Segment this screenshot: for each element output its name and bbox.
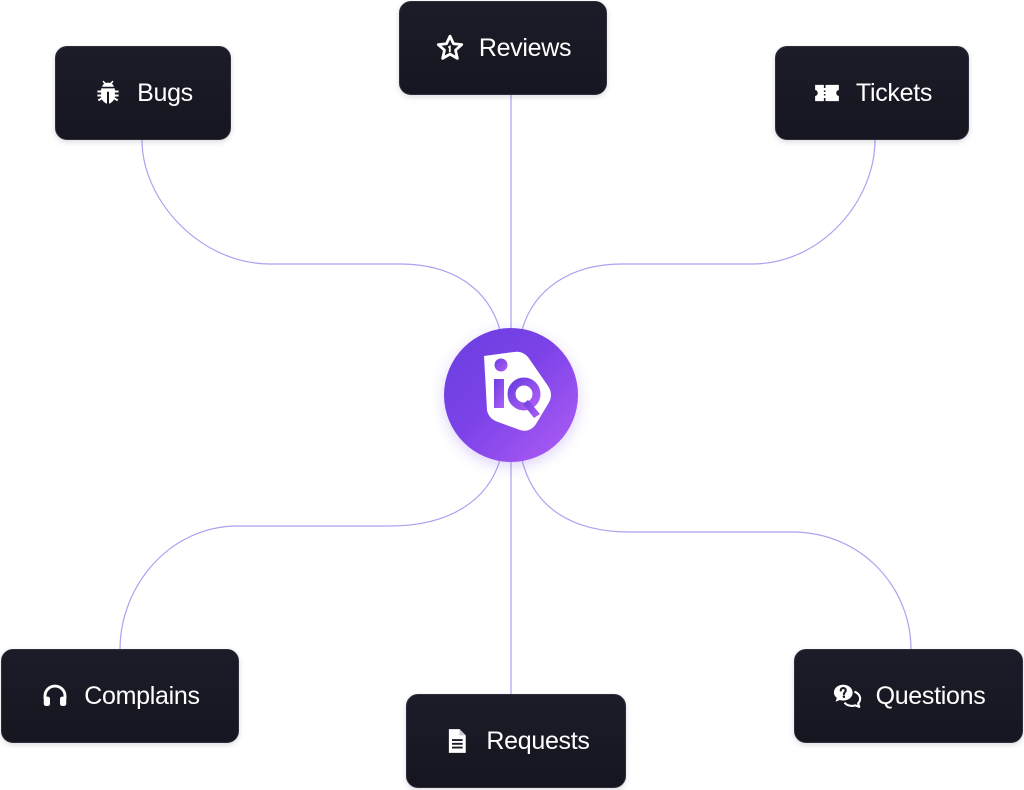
node-label-questions: Questions <box>875 681 986 710</box>
node-tickets[interactable]: Tickets <box>775 46 969 140</box>
bug-icon <box>93 78 123 108</box>
node-label-requests: Requests <box>486 726 590 755</box>
node-complains[interactable]: Complains <box>1 649 239 743</box>
connector-complains <box>119 459 501 650</box>
node-label-bugs: Bugs <box>137 78 193 107</box>
node-label-reviews: Reviews <box>478 33 572 62</box>
connector-bugs <box>141 139 501 331</box>
node-questions[interactable]: Questions <box>794 649 1023 743</box>
connector-questions <box>521 459 912 650</box>
connector-tickets <box>521 139 876 331</box>
headset-icon <box>40 681 70 711</box>
star-icon <box>435 33 465 63</box>
iq-logo-icon <box>484 351 551 431</box>
document-icon <box>442 726 472 756</box>
iq-hub[interactable] <box>444 328 578 462</box>
question-chat-icon <box>832 681 862 711</box>
node-bugs[interactable]: Bugs <box>55 46 231 140</box>
node-requests[interactable]: Requests <box>406 694 626 788</box>
node-label-tickets: Tickets <box>855 78 933 107</box>
ticket-icon <box>812 78 842 108</box>
node-label-complains: Complains <box>84 681 200 710</box>
node-reviews[interactable]: Reviews <box>399 1 607 95</box>
